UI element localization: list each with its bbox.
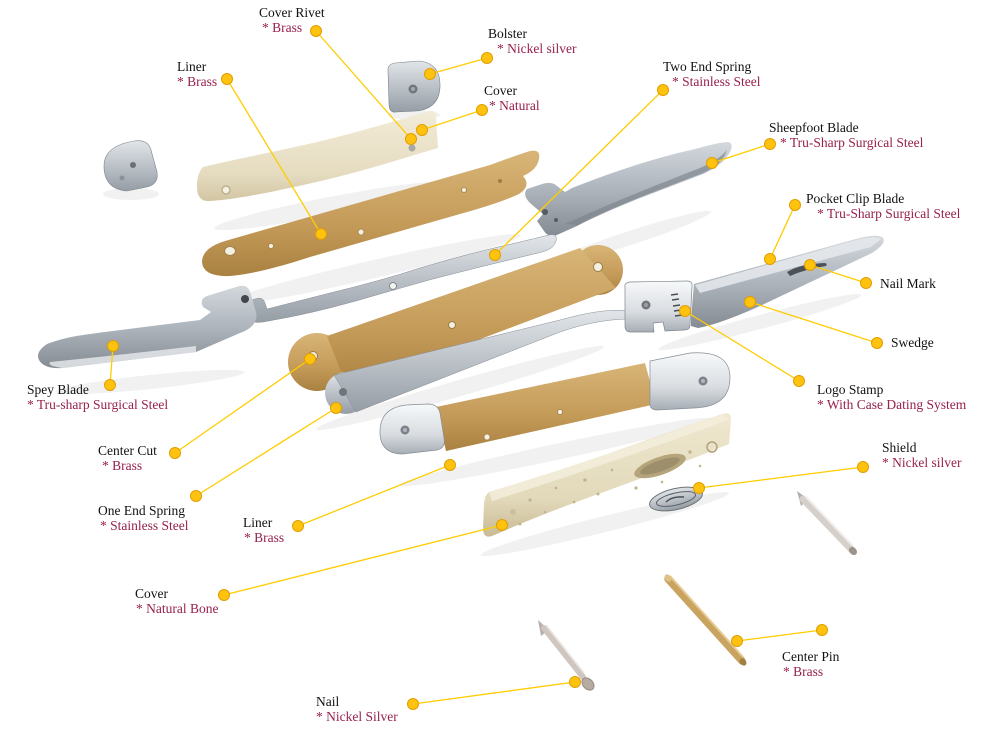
case-logo-stamp-marks [670, 293, 683, 317]
connector-center-cut [174, 358, 311, 454]
nail-part [538, 620, 595, 691]
label-center-pin-name: Center Pin [782, 649, 840, 664]
connector-spey-blade [109, 345, 114, 386]
label-cover-rivet-material: * Brass [262, 20, 303, 35]
sheepfoot-blade-part [525, 142, 732, 236]
center-pin-part [664, 574, 747, 666]
label-center-cut-material: * Brass [102, 458, 143, 473]
connector-dots [104, 25, 883, 710]
label-cover-rivet-name: Cover Rivet [259, 5, 325, 20]
label-cover-rivet: Cover Rivet* Brass [259, 5, 325, 35]
pocket-clip-blade-part [624, 235, 884, 333]
label-bolster: Bolster* Nickel silver [488, 26, 576, 56]
label-shield-material: * Nickel silver [882, 455, 962, 470]
label-pocket-clip-blade-name: Pocket Clip Blade [806, 191, 905, 206]
connector-logo-stamp [684, 310, 800, 382]
label-one-end-spring-material: * Stainless Steel [100, 518, 189, 533]
label-sheepfoot-blade-material: * Tru-Sharp Surgical Steel [780, 135, 924, 150]
connector-one-end-spring [195, 407, 337, 497]
label-nail-name: Nail [316, 694, 340, 709]
connectors [109, 30, 878, 705]
connector-cover-rivet [315, 30, 412, 140]
label-nail-mark: Nail Mark [880, 276, 936, 291]
left-bolster-part [103, 140, 158, 192]
label-one-end-spring-name: One End Spring [98, 503, 185, 518]
connector-cover-top [421, 109, 483, 131]
label-shield-name: Shield [882, 440, 917, 455]
cover-natural-bone-bottom-part [483, 413, 731, 537]
label-spey-blade-name: Spey Blade [27, 382, 89, 397]
label-liner-bottom-name: Liner [243, 515, 273, 530]
label-swedge-name: Swedge [891, 335, 934, 350]
cover-natural-top-part [196, 110, 438, 202]
bone-speckles [518, 450, 702, 526]
label-nail: Nail* Nickel Silver [316, 694, 398, 724]
cover-top-hole [221, 185, 231, 195]
connector-bolster [429, 57, 488, 75]
label-pocket-clip-blade-material: * Tru-Sharp Surgical Steel [817, 206, 961, 221]
connector-pocket-clip-blade [769, 204, 796, 260]
label-cover-top: Cover* Natural [484, 83, 540, 113]
label-logo-stamp-name: Logo Stamp [817, 382, 884, 397]
label-center-pin: Center Pin* Brass [782, 649, 839, 679]
connector-swedge [749, 301, 878, 344]
label-liner-bottom-material: * Brass [244, 530, 285, 545]
label-pocket-clip-blade: Pocket Clip Blade* Tru-Sharp Surgical St… [806, 191, 960, 221]
liner-brass-top-part [202, 150, 540, 277]
connector-center-pin [736, 629, 823, 642]
label-center-cut: Center Cut* Brass [98, 443, 157, 473]
label-two-end-spring-material: * Stainless Steel [672, 74, 761, 89]
shield-engraving [665, 496, 685, 503]
label-cover-top-material: * Natural [489, 98, 540, 113]
liner-bottom-part [379, 352, 731, 455]
center-cut-part [288, 245, 623, 391]
pivot-pin-part [797, 491, 858, 556]
label-logo-stamp-material: * With Case Dating System [817, 397, 967, 412]
connector-nail-mark [809, 264, 867, 284]
connector-two-end-spring [494, 89, 664, 256]
label-shield: Shield* Nickel silver [882, 440, 961, 470]
label-cover-bottom: Cover* Natural Bone [135, 586, 218, 616]
label-bolster-name: Bolster [488, 26, 527, 41]
label-liner-top: Liner* Brass [177, 59, 217, 89]
label-sheepfoot-blade-name: Sheepfoot Blade [769, 120, 859, 135]
label-center-cut-name: Center Cut [98, 443, 157, 458]
label-cover-bottom-material: * Natural Bone [136, 601, 219, 616]
connector-sheepfoot-blade [711, 143, 771, 164]
label-spey-blade-material: * Tru-sharp Surgical Steel [27, 397, 169, 412]
label-logo-stamp: Logo Stamp* With Case Dating System [817, 382, 966, 412]
label-one-end-spring: One End Spring* Stainless Steel [98, 503, 189, 533]
two-end-spring-part [242, 234, 557, 323]
cover-rivet-head [408, 144, 416, 152]
label-bolster-material: * Nickel silver [497, 41, 577, 56]
connector-liner-top [226, 78, 322, 235]
label-sheepfoot-blade: Sheepfoot Blade* Tru-Sharp Surgical Stee… [769, 120, 923, 150]
spey-blade-part [38, 285, 257, 369]
label-liner-top-name: Liner [177, 59, 207, 74]
label-cover-top-name: Cover [484, 83, 517, 98]
label-nail-material: * Nickel Silver [316, 709, 398, 724]
label-two-end-spring-name: Two End Spring [663, 59, 752, 74]
label-cover-bottom-name: Cover [135, 586, 168, 601]
connector-liner-bottom [297, 464, 451, 527]
label-two-end-spring: Two End Spring* Stainless Steel [663, 59, 761, 89]
label-center-pin-material: * Brass [783, 664, 824, 679]
label-liner-top-material: * Brass [177, 74, 218, 89]
connector-shield [698, 466, 864, 489]
label-swedge: Swedge [891, 335, 934, 350]
connector-nail [412, 681, 576, 705]
label-spey-blade: Spey Blade* Tru-sharp Surgical Steel [27, 382, 168, 412]
connector-cover-bottom [223, 524, 503, 596]
label-nail-mark-name: Nail Mark [880, 276, 936, 291]
label-liner-bottom: Liner* Brass [243, 515, 284, 545]
